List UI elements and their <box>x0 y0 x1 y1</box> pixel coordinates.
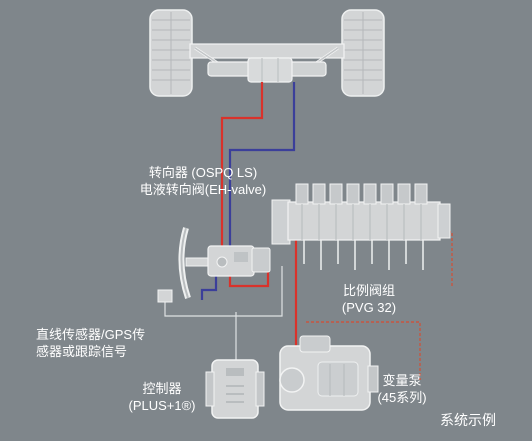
steering-unit <box>178 227 271 299</box>
diagram-caption: 系统示例 <box>440 412 496 428</box>
steering-return-line <box>200 268 218 300</box>
steering-axle <box>149 9 385 97</box>
pump-label-line1: 变量泵 <box>382 373 422 388</box>
valve-sections <box>295 183 428 205</box>
steering-unit-label: 转向器 (OSPQ LS) 电液转向阀(EH-valve) <box>138 164 268 198</box>
valve-group-label: 比例阀组 (PVG 32) <box>326 282 412 316</box>
sensor-label-line2: 感器或跟踪信号 <box>36 344 128 359</box>
signal-lines <box>164 266 283 360</box>
steering-unit-label-line1: 转向器 (OSPQ LS) <box>148 165 258 180</box>
controller-label-line1: 控制器 <box>142 381 182 396</box>
controller-label-line2: (PLUS+1®) <box>128 398 196 413</box>
return-lines <box>200 82 296 300</box>
cylinder-supply-line <box>220 82 264 250</box>
right-wheel <box>341 9 385 97</box>
valve-group-label-line1: 比例阀组 <box>342 283 395 298</box>
valve-group-label-line2: (PVG 32) <box>341 300 397 315</box>
pump-icon <box>279 335 379 411</box>
controller-icon <box>205 359 265 419</box>
sensor-label: 直线传感器/GPS传 感器或跟踪信号 <box>36 326 145 360</box>
sensor-icon <box>157 289 173 303</box>
controller-label: 控制器 (PLUS+1®) <box>122 380 202 414</box>
pump-label-line2: (45系列) <box>377 390 427 405</box>
steering-unit-label-line2: 电液转向阀(EH-valve) <box>139 182 267 197</box>
cylinder-return-line <box>228 82 296 248</box>
valve-ports <box>303 240 424 270</box>
left-wheel <box>149 9 193 97</box>
pump-label: 变量泵 (45系列) <box>372 372 432 406</box>
sensor-label-line1: 直线传感器/GPS传 <box>36 327 146 342</box>
pvg-valve-block <box>271 183 451 270</box>
